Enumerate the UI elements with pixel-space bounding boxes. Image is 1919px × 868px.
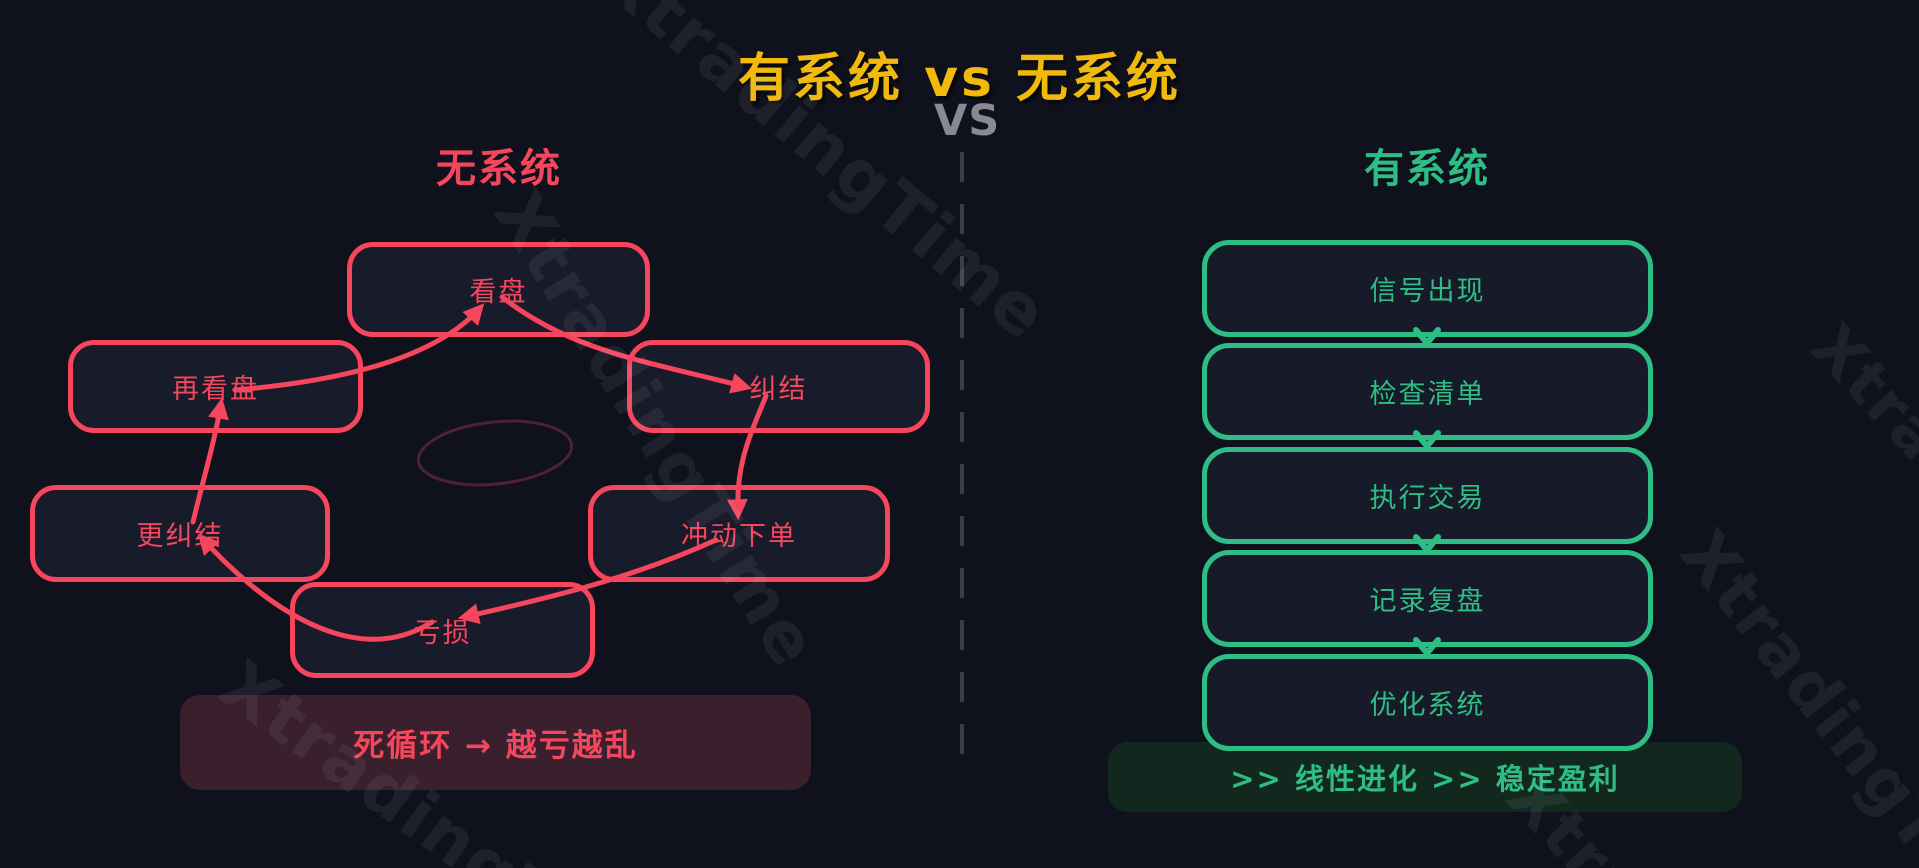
- flow-node-chongdong: 冲动下单: [588, 485, 890, 582]
- left-summary-text: 死循环 → 越亏越乱: [353, 728, 638, 764]
- page-title: 有系统 vs 无系统: [737, 49, 1182, 109]
- flow-node-kanpan: 看盘: [347, 242, 650, 337]
- flow-step-label: 执行交易: [1369, 483, 1486, 514]
- flow-step-review: 记录复盘: [1202, 550, 1653, 647]
- flow-step-execute: 执行交易: [1202, 447, 1653, 544]
- chaos-ellipse: [416, 419, 574, 487]
- flow-node-label: 更纠结: [136, 521, 224, 552]
- flow-step-label: 检查清单: [1369, 379, 1486, 410]
- flow-node-label: 再看盘: [172, 374, 259, 405]
- flow-node-label: 冲动下单: [681, 521, 797, 552]
- flow-node-gengjiujie: 更纠结: [30, 485, 330, 582]
- right-summary-banner: >> 线性进化 >> 稳定盈利: [1108, 742, 1742, 812]
- flow-step-optimize: 优化系统: [1202, 654, 1653, 751]
- right-column-heading: 有系统: [1364, 146, 1490, 192]
- right-summary-text: >> 线性进化 >> 稳定盈利: [1230, 762, 1620, 796]
- flow-step-label: 优化系统: [1369, 690, 1486, 721]
- left-column-heading: 无系统: [436, 146, 562, 192]
- flow-node-zaikanpan: 再看盘: [68, 340, 363, 433]
- flow-step-label: 记录复盘: [1369, 586, 1486, 617]
- vs-divider-label: VS: [934, 96, 1001, 146]
- flow-step-checklist: 检查清单: [1202, 343, 1653, 440]
- flow-node-label: 看盘: [469, 277, 528, 308]
- watermark-text: XtradingTime: [1796, 310, 1919, 725]
- left-summary-banner: 死循环 → 越亏越乱: [180, 695, 811, 790]
- flow-node-label: 亏损: [413, 617, 472, 649]
- flow-node-kuisun: 亏损: [290, 582, 595, 678]
- watermark-text: XtradingTime: [1665, 516, 1919, 868]
- flow-step-signal: 信号出现: [1202, 240, 1653, 337]
- flow-step-label: 信号出现: [1369, 276, 1486, 307]
- flow-node-jiujie: 纠结: [627, 340, 930, 433]
- flow-node-label: 纠结: [749, 374, 808, 405]
